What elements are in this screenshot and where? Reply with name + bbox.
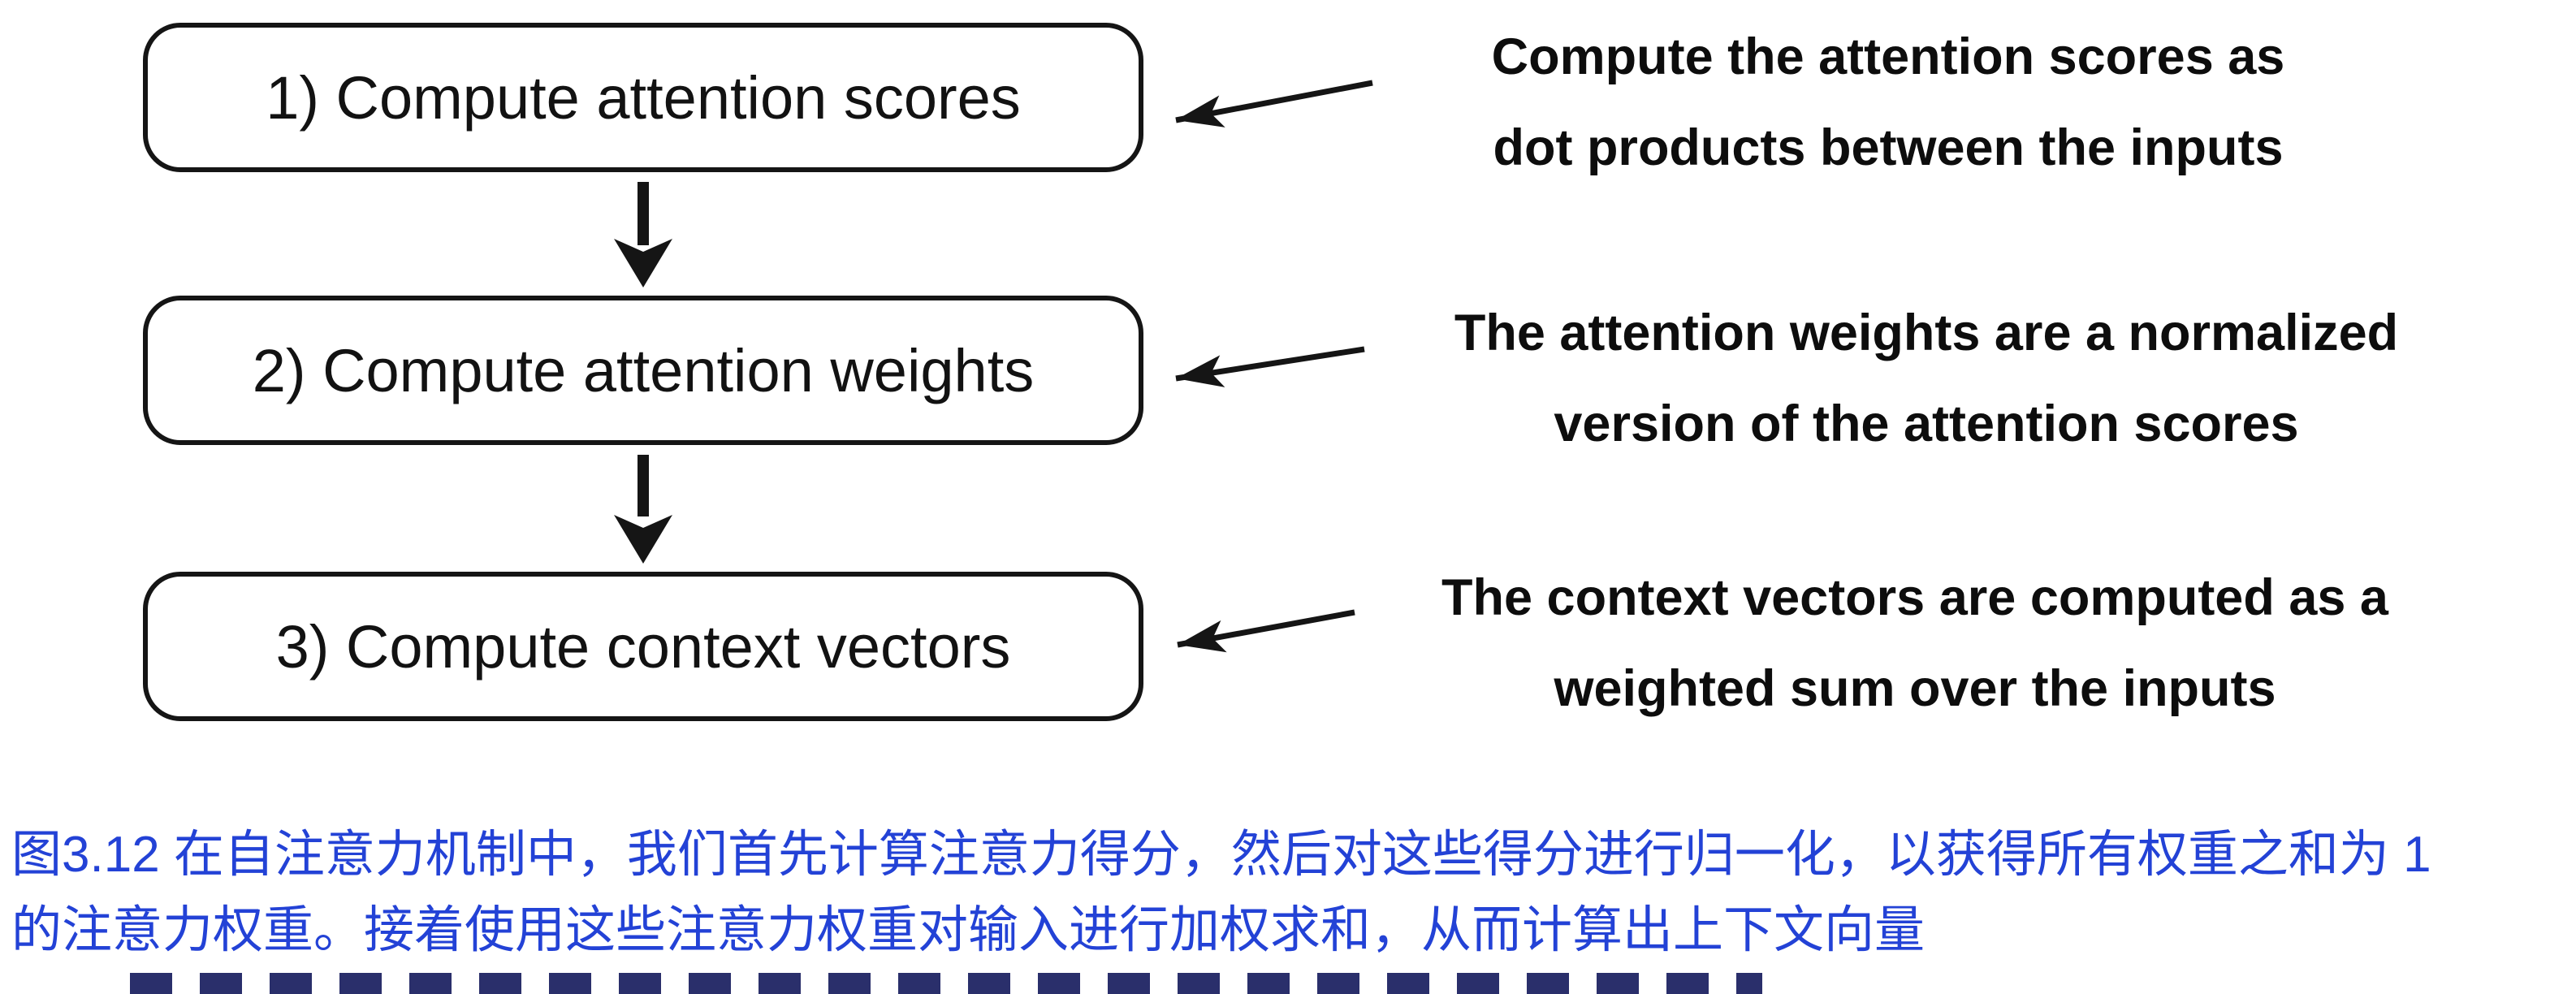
step-box-1: 1) Compute attention scores	[143, 23, 1143, 172]
figure-caption-line-2: 的注意力权重。接着使用这些注意力权重对输入进行加权求和，从而计算出上下文向量	[11, 902, 1926, 958]
annotation-arrow-3-icon	[1177, 609, 1355, 653]
annotation-3: The context vectors are computed as a we…	[1441, 552, 2388, 734]
step-box-1-label: 1) Compute attention scores	[266, 63, 1021, 132]
step-box-3: 3) Compute context vectors	[143, 572, 1143, 721]
annotation-3-line-2: weighted sum over the inputs	[1554, 660, 2276, 717]
annotation-arrow-2-icon	[1175, 346, 1365, 387]
annotation-1-line-1: Compute the attention scores as	[1491, 28, 2285, 85]
annotation-3-line-1: The context vectors are computed as a	[1441, 569, 2388, 626]
annotation-2: The attention weights are a normalized v…	[1454, 287, 2398, 469]
figure-caption-line-1: 图3.12 在自注意力机制中，我们首先计算注意力得分，然后对这些得分进行归一化，…	[11, 827, 2431, 883]
figure-caption: 图3.12 在自注意力机制中，我们首先计算注意力得分，然后对这些得分进行归一化，…	[11, 817, 2431, 968]
annotation-2-line-1: The attention weights are a normalized	[1454, 305, 2399, 361]
annotation-arrow-1-icon	[1175, 80, 1373, 127]
annotation-1-line-2: dot products between the inputs	[1493, 119, 2284, 176]
step-box-2-label: 2) Compute attention weights	[252, 336, 1035, 404]
annotation-1: Compute the attention scores as dot prod…	[1492, 11, 2285, 193]
annotation-2-line-2: version of the attention scores	[1554, 395, 2299, 452]
down-arrow-1-icon	[614, 182, 672, 287]
down-arrow-2-icon	[614, 455, 672, 564]
step-box-3-label: 3) Compute context vectors	[275, 612, 1011, 681]
cropped-next-line-fragments	[130, 973, 1762, 994]
step-box-2: 2) Compute attention weights	[143, 296, 1143, 445]
